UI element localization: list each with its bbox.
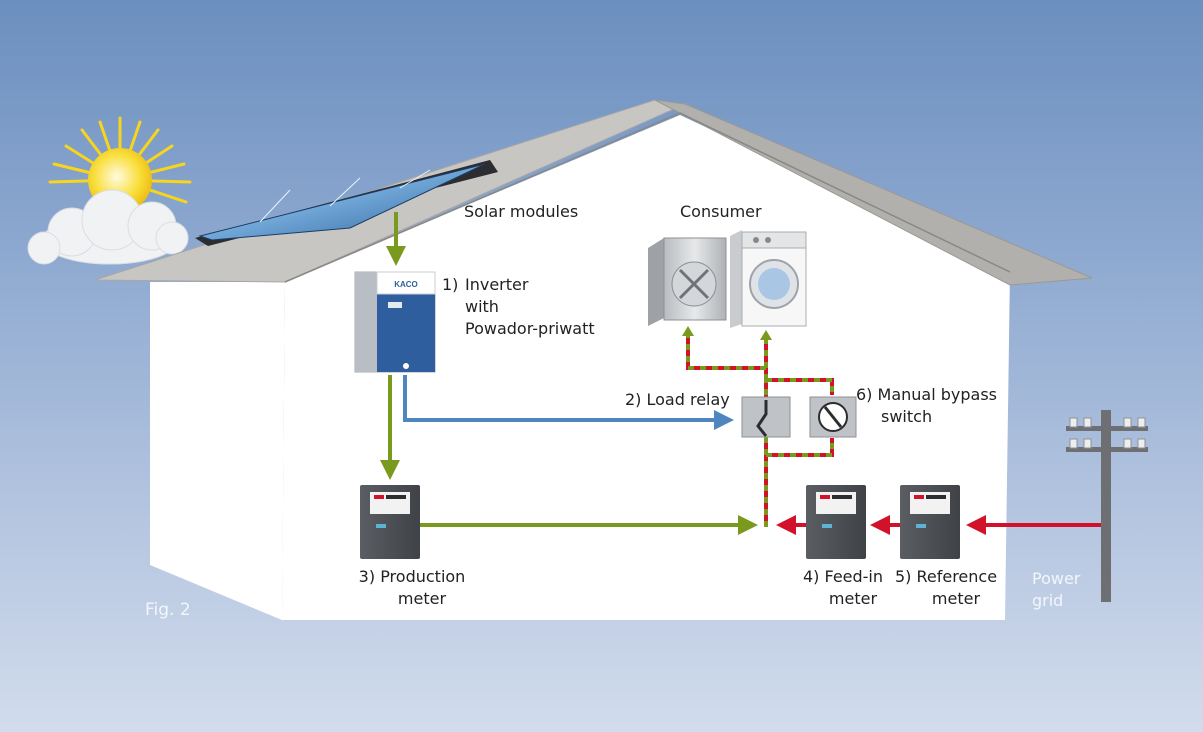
inverter-label: Inverter with Powador-priwatt bbox=[465, 274, 595, 340]
relay-signal-line bbox=[403, 375, 734, 430]
power-grid-label-line1: Power bbox=[1032, 569, 1081, 588]
solar-modules-label: Solar modules bbox=[464, 202, 579, 221]
inverter-icon: KACO bbox=[354, 271, 436, 373]
feed-in-meter-label: 4) Feed-in meter bbox=[803, 566, 883, 610]
washing-machine-icon bbox=[730, 230, 807, 328]
roof-right bbox=[654, 99, 1093, 286]
cloud-icon bbox=[27, 189, 189, 265]
reference-meter-label-line1: 5) Reference bbox=[894, 567, 998, 586]
production-meter-icon bbox=[360, 485, 420, 559]
production-meter-label: 3) Production meter bbox=[359, 566, 466, 610]
bypass-switch-label: 6) Manual bypass switch bbox=[856, 384, 997, 428]
reference-meter-label: 5) Reference meter bbox=[895, 566, 997, 610]
bypass-label-line2: switch bbox=[881, 407, 933, 426]
power-grid-label-line2: grid bbox=[1032, 591, 1064, 610]
solar-power-lines bbox=[380, 212, 758, 535]
production-meter-label-line2: meter bbox=[397, 589, 447, 608]
reference-meter-label-line2: meter bbox=[931, 589, 981, 608]
feed-in-meter-label-line2: meter bbox=[828, 589, 878, 608]
load-relay-icon bbox=[741, 396, 791, 438]
power-grid-label: Power grid bbox=[1032, 568, 1080, 612]
bypass-switch-icon bbox=[809, 396, 857, 438]
feed-in-meter-label-line1: 4) Feed-in bbox=[802, 567, 884, 586]
bypass-label-line1: 6) Manual bypass bbox=[856, 385, 997, 404]
reference-meter-icon bbox=[900, 485, 960, 559]
utility-pole-icon bbox=[1066, 410, 1148, 602]
inverter-label-line1: Inverter bbox=[465, 275, 529, 294]
consumer-label: Consumer bbox=[680, 202, 762, 221]
house-side-wall bbox=[150, 282, 285, 620]
load-relay-label: 2) Load relay bbox=[625, 390, 730, 409]
solar-panel-icon bbox=[195, 160, 498, 246]
heat-pump-icon bbox=[648, 237, 727, 326]
inverter-label-line3: Powador-priwatt bbox=[465, 319, 595, 338]
production-meter-label-line1: 3) Production bbox=[358, 567, 466, 586]
inverter-number: 1) bbox=[442, 275, 459, 294]
inverter-label-line2: with bbox=[465, 297, 499, 316]
feed-in-meter-icon bbox=[806, 485, 866, 559]
figure-caption: Fig. 2 bbox=[145, 600, 191, 620]
inverter-brand: KACO bbox=[394, 280, 418, 289]
